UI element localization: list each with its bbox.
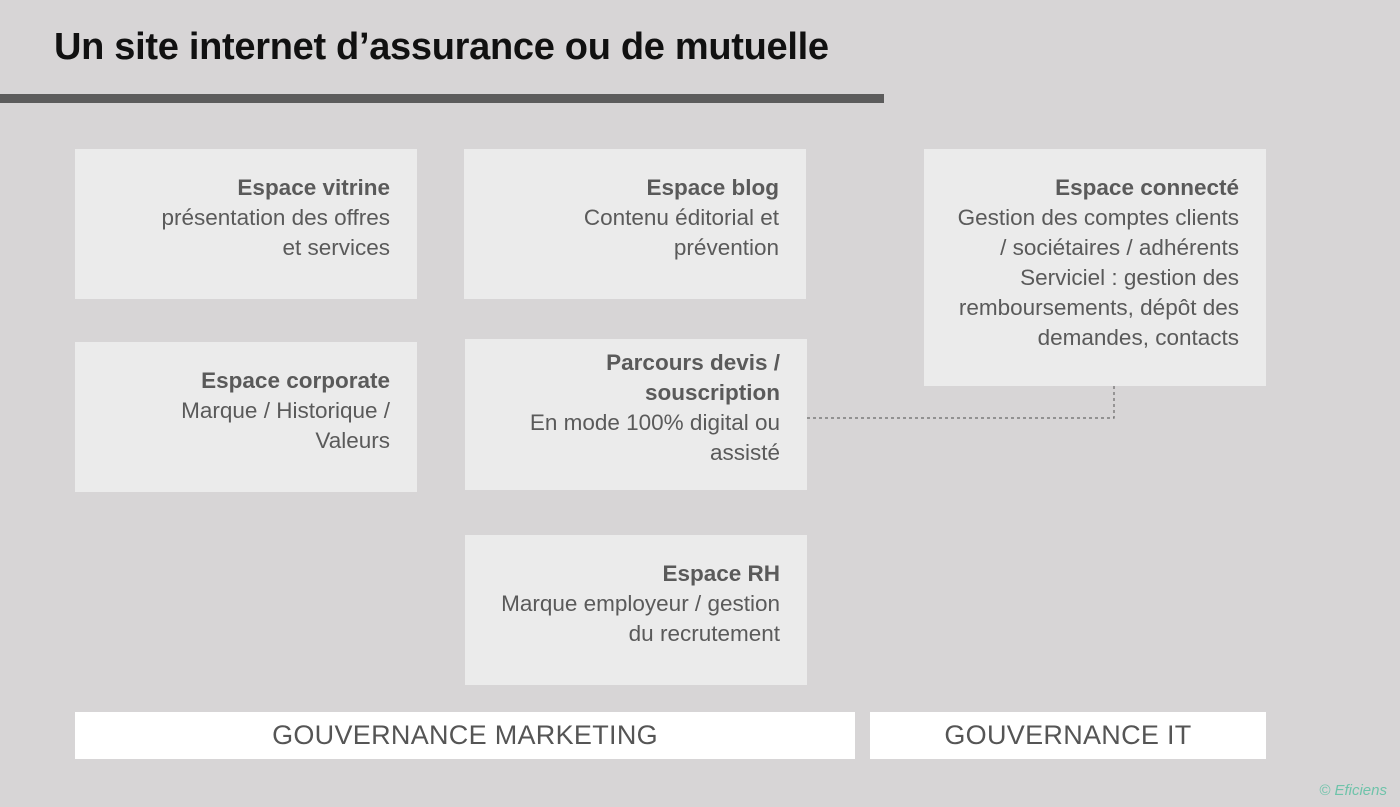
box-text-line: remboursements, dépôt des: [958, 295, 1239, 320]
box-text-line: prévention: [673, 235, 779, 260]
box-text-line: En mode 100% digital ou: [529, 410, 780, 435]
box-title: Espace corporate: [201, 368, 390, 393]
box-title: Espace connecté: [1055, 175, 1239, 200]
box-title: souscription: [644, 380, 780, 405]
box-title: Parcours devis /: [606, 350, 780, 375]
box-text-line: / sociétaires / adhérents: [1000, 235, 1239, 260]
box-text-line: Marque / Historique /: [181, 398, 390, 423]
box-title: Espace RH: [662, 561, 780, 586]
box-text-line: Valeurs: [315, 428, 390, 453]
box-text-line: présentation des offres: [161, 205, 390, 230]
governance-it-band: GOUVERNANCE IT: [870, 712, 1266, 759]
box-text-line: du recrutement: [628, 621, 780, 646]
box-text-line: et services: [282, 235, 390, 260]
copyright-notice: © Eficiens: [1319, 782, 1387, 799]
box-espace-rh: Espace RH Marque employeur / gestion du …: [465, 535, 807, 685]
box-title: Espace vitrine: [237, 175, 390, 200]
box-text-line: demandes, contacts: [1037, 325, 1239, 350]
box-text-line: assisté: [709, 440, 780, 465]
box-parcours-devis: Parcours devis / souscription En mode 10…: [465, 339, 807, 490]
box-text-line: Contenu éditorial et: [583, 205, 779, 230]
page-title: Un site internet d’assurance ou de mutue…: [54, 26, 829, 68]
box-title: Espace blog: [646, 175, 779, 200]
governance-marketing-band: GOUVERNANCE MARKETING: [75, 712, 855, 759]
title-underline: [0, 94, 884, 103]
box-espace-connecte: Espace connecté Gestion des comptes clie…: [924, 149, 1266, 386]
box-espace-corporate: Espace corporate Marque / Historique / V…: [75, 342, 417, 492]
connector-line: [807, 386, 1115, 419]
box-text-line: Gestion des comptes clients: [957, 205, 1239, 230]
box-espace-blog: Espace blog Contenu éditorial et prévent…: [464, 149, 806, 299]
box-espace-vitrine: Espace vitrine présentation des offres e…: [75, 149, 417, 299]
box-text-line: Serviciel : gestion des: [1020, 265, 1239, 290]
box-text-line: Marque employeur / gestion: [501, 591, 780, 616]
